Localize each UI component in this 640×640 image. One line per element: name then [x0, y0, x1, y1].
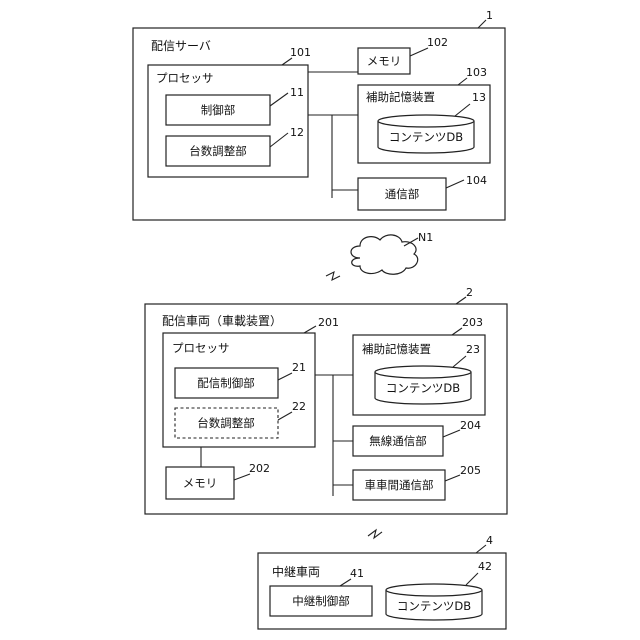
server-control-label: 制御部 [201, 103, 236, 117]
vehicle-storage-label: 補助記憶装置 [362, 342, 431, 356]
vehicle-control-ref: 21 [292, 361, 306, 374]
vehicle-wireless-ref: 204 [460, 419, 481, 432]
vehicle-count-adjust-label: 台数調整部 [197, 416, 255, 430]
relay-control-ref: 41 [350, 567, 364, 580]
server-storage-label: 補助記憶装置 [366, 90, 435, 104]
relay-db-label: コンテンツDB [397, 599, 471, 613]
server-comm-ref: 104 [466, 174, 487, 187]
vehicle-ref: 2 [466, 286, 473, 299]
vehicle-processor-ref: 201 [318, 316, 339, 329]
server-storage-ref: 103 [466, 66, 487, 79]
wireless-bolt-1 [326, 272, 340, 280]
vehicle-count-adjust-ref: 22 [292, 400, 306, 413]
server-control-ref: 11 [290, 86, 304, 99]
vehicle-v2v-ref: 205 [460, 464, 481, 477]
relay-ref: 4 [486, 534, 493, 547]
relay-title: 中継車両 [272, 564, 320, 579]
server-processor-ref: 101 [290, 46, 311, 59]
wireless-bolt-2 [368, 530, 382, 538]
vehicle-storage-ref: 203 [462, 316, 483, 329]
relay-leader [476, 545, 486, 553]
vehicle-control-label: 配信制御部 [197, 376, 255, 390]
server-memory-label: メモリ [367, 54, 402, 68]
vehicle-db-ref: 23 [466, 343, 480, 356]
vehicle-memory-label: メモリ [183, 476, 218, 490]
relay-db-ref: 42 [478, 560, 492, 573]
relay-block: 中継車両 4 中継制御部 41 コンテンツDB 42 [258, 534, 506, 629]
server-title: 配信サーバ [151, 39, 211, 53]
server-leader [478, 20, 486, 28]
server-memory-ref: 102 [427, 36, 448, 49]
server-count-adjust-label: 台数調整部 [189, 144, 247, 158]
vehicle-leader [456, 297, 466, 304]
server-db-label: コンテンツDB [389, 130, 463, 144]
vehicle-memory-ref: 202 [249, 462, 270, 475]
server-comm-label: 通信部 [385, 187, 420, 201]
server-count-adjust-ref: 12 [290, 126, 304, 139]
server-block: 配信サーバ 1 プロセッサ 101 制御部 11 台数調整部 12 メモリ 10… [133, 9, 505, 220]
server-processor-label: プロセッサ [156, 71, 214, 85]
vehicle-processor-label: プロセッサ [172, 341, 230, 355]
server-db-ref: 13 [472, 91, 486, 104]
vehicle-wireless-label: 無線通信部 [369, 434, 427, 448]
network-ref: N1 [418, 231, 433, 244]
network-cloud [351, 235, 418, 274]
server-ref: 1 [486, 9, 493, 22]
vehicle-block: 配信車両（車載装置） 2 プロセッサ 201 配信制御部 21 台数調整部 22… [145, 286, 507, 514]
vehicle-title: 配信車両（車載装置） [162, 314, 282, 328]
vehicle-v2v-label: 車車間通信部 [365, 478, 434, 492]
vehicle-db-label: コンテンツDB [386, 381, 460, 395]
relay-control-label: 中継制御部 [292, 594, 350, 608]
